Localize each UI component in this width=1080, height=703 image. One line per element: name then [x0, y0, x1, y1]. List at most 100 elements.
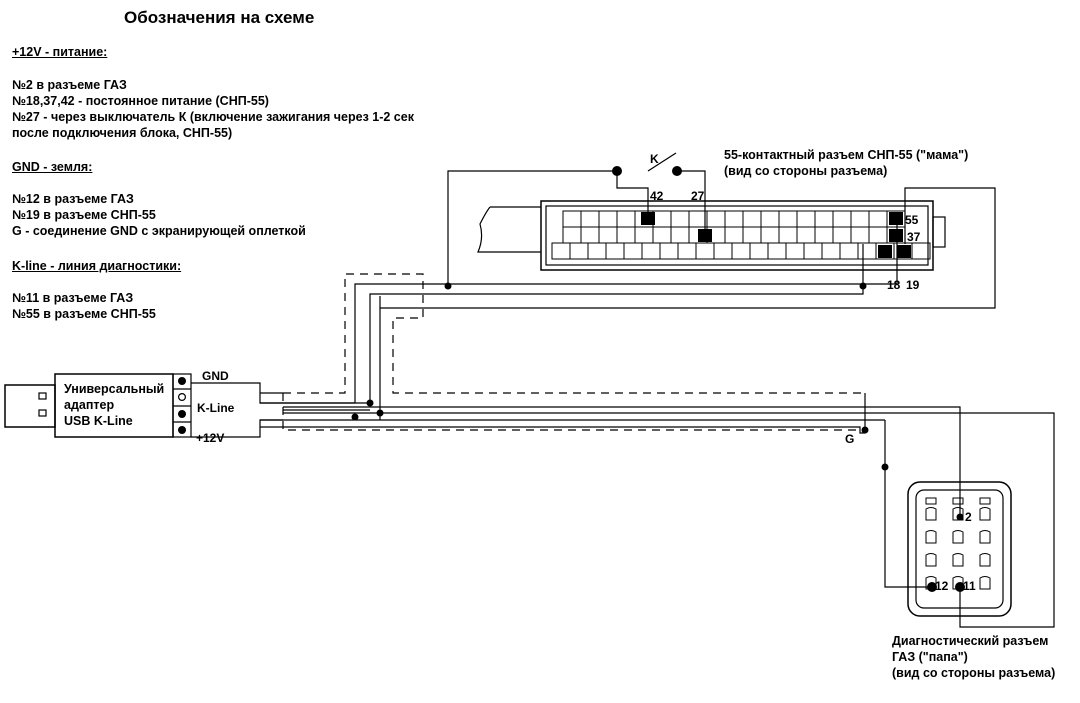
- gaz-pin: [979, 576, 991, 590]
- power-legend-line: №27 - через выключатель К (включение заж…: [12, 110, 414, 124]
- junction-dot: [881, 463, 889, 471]
- snp55-cell: [850, 210, 870, 228]
- snp55-cell: [821, 242, 841, 260]
- gnd-legend-line: №12 в разъеме ГАЗ: [12, 192, 134, 206]
- switch-k: [647, 152, 677, 172]
- adapter-label: адаптер: [64, 398, 115, 412]
- terminal-12v: [178, 426, 187, 435]
- snp55-cell: [580, 226, 600, 244]
- snp55-cell: [796, 210, 816, 228]
- snp55-cell: [731, 242, 751, 260]
- shield-label: G: [845, 432, 854, 446]
- snp55-cell: [652, 226, 672, 244]
- snp55-cell: [778, 210, 798, 228]
- snp55-cell: [760, 226, 780, 244]
- gnd-legend-header: GND - земля:: [12, 160, 93, 174]
- junction-dot: [444, 282, 452, 290]
- snp55-cell: [569, 242, 589, 260]
- snp55-cell: [868, 226, 888, 244]
- snp55-cell: [695, 242, 715, 260]
- kline-legend-line: №11 в разъеме ГАЗ: [12, 291, 134, 305]
- snp55-cell: [814, 226, 834, 244]
- snp55-cell: [832, 226, 852, 244]
- snp55-cell: [562, 210, 582, 228]
- snp55-cell: [724, 226, 744, 244]
- snp55-cell: [814, 210, 834, 228]
- junction-dot: [955, 582, 965, 592]
- gaz-pin-label-11: 11: [963, 579, 976, 593]
- snp55-cell: [796, 226, 816, 244]
- snp55-cell: [677, 242, 697, 260]
- snp55-cell: [850, 226, 870, 244]
- junction-dot: [612, 166, 622, 176]
- snp55-cell: [616, 226, 636, 244]
- snp55-cell: [778, 226, 798, 244]
- gaz-pin: [979, 507, 991, 521]
- snp55-cell: [785, 242, 805, 260]
- snp55-cell: [652, 210, 672, 228]
- page-title: Обозначения на схеме: [124, 8, 315, 27]
- junction-dot: [366, 399, 374, 407]
- gaz-pin: [925, 553, 937, 567]
- gaz-caption: Диагностический разъем: [892, 634, 1049, 648]
- gaz-pin-slot: [952, 497, 964, 505]
- power-legend-header: +12V - питание:: [12, 45, 108, 59]
- snp55-cell: [634, 226, 654, 244]
- power-legend-line: №2 в разъеме ГАЗ: [12, 78, 127, 92]
- snp55-cell: [616, 210, 636, 228]
- snp55-cell: [641, 242, 661, 260]
- snp55-cell: [562, 226, 582, 244]
- snp55-cell: [587, 242, 607, 260]
- snp55-used-pin: [698, 229, 712, 242]
- pin-label-27: 27: [691, 189, 705, 203]
- junction-dot: [376, 409, 384, 417]
- junction-dot: [859, 282, 867, 290]
- pin-label-19: 19: [906, 278, 920, 292]
- snp55-cell: [670, 226, 690, 244]
- adapter-label: Универсальный: [64, 382, 165, 396]
- snp55-cell: [803, 242, 823, 260]
- snp55-used-pin: [641, 212, 655, 225]
- gaz-pin: [925, 530, 937, 544]
- gaz-pin: [952, 530, 964, 544]
- snp55-cell: [706, 210, 726, 228]
- gnd-legend-line: G - соединение GND с экранирующей оплетк…: [12, 224, 306, 238]
- snp55-cell: [598, 210, 618, 228]
- gaz-pin: [979, 530, 991, 544]
- gaz-pin: [925, 507, 937, 521]
- wires: [260, 170, 1055, 628]
- snp55-cell: [605, 242, 625, 260]
- terminal-gnd-label: GND: [202, 369, 229, 383]
- terminal-gnd: [178, 377, 187, 386]
- snp55-cell: [760, 210, 780, 228]
- snp55-caption: 55-контактный разъем СНП-55 ("мама"): [724, 148, 969, 162]
- snp55-cell: [580, 210, 600, 228]
- pin-label-37: 37: [907, 230, 921, 244]
- snp55-cell: [713, 242, 733, 260]
- terminal-12v-label: +12V: [196, 431, 224, 445]
- snp55-used-pin: [878, 245, 892, 258]
- pin-label-42: 42: [650, 189, 664, 203]
- snp55-cell: [659, 242, 679, 260]
- gaz-pin-label-2: 2: [965, 510, 972, 524]
- snp55-cell: [911, 242, 931, 260]
- snp55-cell: [767, 242, 787, 260]
- junction-dot: [861, 426, 869, 434]
- pin-label-18: 18: [887, 278, 901, 292]
- snp55-caption-sub: (вид со стороны разъема): [724, 164, 888, 178]
- wire-junctions: [351, 166, 965, 592]
- terminal-kline: [178, 393, 187, 402]
- junction-dot: [672, 166, 682, 176]
- terminal-12v-a: [178, 410, 187, 419]
- snp55-cell: [598, 226, 618, 244]
- power-legend-line: №18,37,42 - постоянное питание (СНП-55): [12, 94, 269, 108]
- gaz-pin-slot: [979, 497, 991, 505]
- gaz-pin: [952, 553, 964, 567]
- snp55-used-pins: [641, 212, 911, 258]
- snp55-cell: [742, 210, 762, 228]
- snp55-cell: [724, 210, 744, 228]
- kline-legend-line: №55 в разъеме СНП-55: [12, 307, 156, 321]
- terminal-kline-label: K-Line: [197, 401, 235, 415]
- gaz-caption-sub: ГАЗ ("папа"): [892, 650, 968, 664]
- snp55-used-pin: [897, 245, 911, 258]
